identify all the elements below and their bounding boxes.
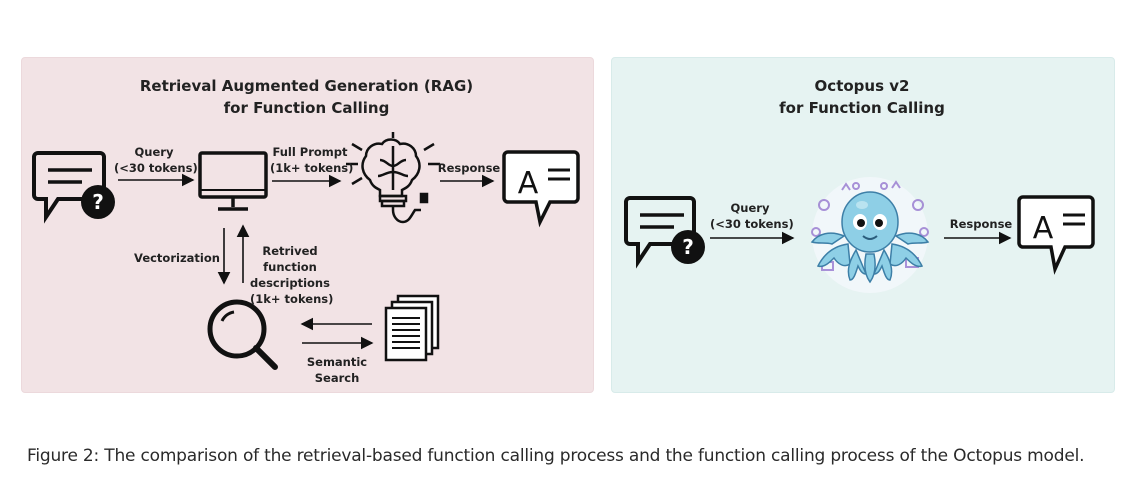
rag-arrows <box>118 173 495 350</box>
question-chat-icon: ? <box>32 151 115 224</box>
rag-query-label-line1: Query <box>134 145 174 159</box>
octopus-title-line1: Octopus v2 <box>814 77 910 95</box>
full-prompt-label: Full Prompt (1k+ tokens) <box>270 144 354 176</box>
figure-caption: Figure 2: The comparison of the retrieva… <box>27 446 1085 466</box>
retrieved-label-line2: function <box>263 260 317 274</box>
magnifier-icon <box>207 299 278 370</box>
rag-panel <box>21 57 594 393</box>
octopus-title: Octopus v2 for Function Calling <box>611 75 1113 119</box>
semantic-search-label-line2: Search <box>314 371 360 385</box>
semantic-search-label: Semantic Search <box>302 354 372 386</box>
documents-icon <box>384 294 440 362</box>
monitor-icon <box>198 151 268 211</box>
rag-title: Retrieval Augmented Generation (RAG) for… <box>21 75 592 119</box>
octopus-answer-glyph: A <box>1033 211 1054 246</box>
svg-text:?: ? <box>682 235 694 259</box>
retrieved-label-line3: descriptions <box>250 276 330 290</box>
octopus-query-label-line1: Query <box>730 201 770 215</box>
octopus-icon <box>810 177 930 293</box>
rag-title-line2: for Function Calling <box>223 99 390 117</box>
rag-query-label: Query (<30 tokens) <box>114 144 198 176</box>
brain-bulb-icon <box>346 132 440 224</box>
answer-chat-icon: A <box>502 150 580 228</box>
octopus-response-label: Response <box>949 217 1013 231</box>
octopus-answer-chat-icon: A <box>1017 195 1095 275</box>
rag-title-line1: Retrieval Augmented Generation (RAG) <box>139 77 474 95</box>
full-prompt-label-line1: Full Prompt <box>272 145 348 159</box>
full-prompt-label-line2: (1k+ tokens) <box>270 161 354 175</box>
octopus-title-line2: for Function Calling <box>779 99 945 117</box>
rag-answer-glyph: A <box>518 166 539 201</box>
svg-text:?: ? <box>92 190 104 214</box>
octopus-question-chat-icon: ? <box>624 196 705 269</box>
retrieved-label-line1: Retrived <box>262 244 318 258</box>
rag-query-label-line2: (<30 tokens) <box>114 161 198 175</box>
vectorization-label: Vectorization <box>134 251 220 265</box>
octopus-query-label: Query (<30 tokens) <box>710 200 794 232</box>
rag-response-label: Response <box>437 161 501 175</box>
octopus-query-label-line2: (<30 tokens) <box>710 217 794 231</box>
retrieved-label: Retrived function descriptions (1k+ toke… <box>250 243 334 307</box>
retrieved-label-line4: (1k+ tokens) <box>250 292 334 306</box>
semantic-search-label-line1: Semantic <box>306 355 368 369</box>
